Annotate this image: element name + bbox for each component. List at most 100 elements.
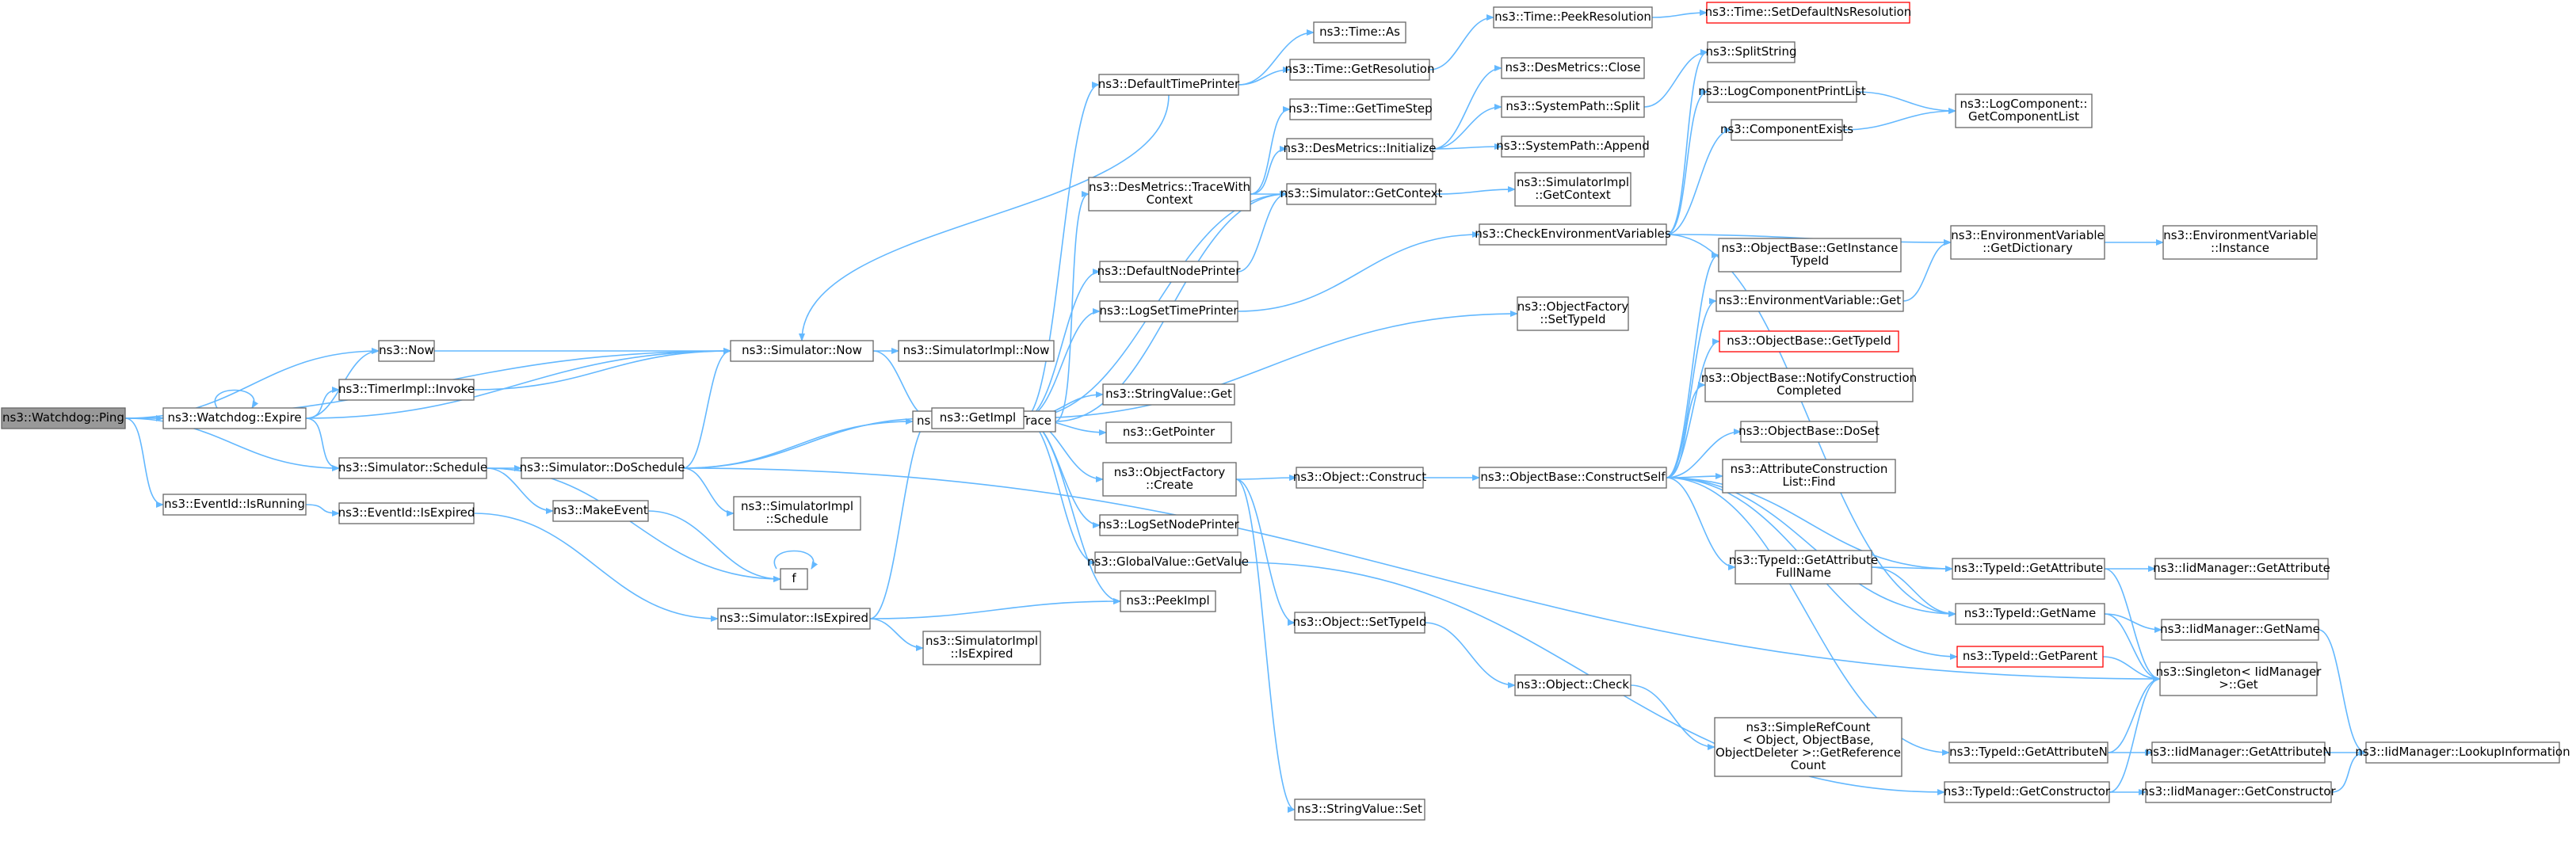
node-label: ns3::SimulatorImpl::Now [903,343,1050,357]
node-simgetcontext[interactable]: ns3::Simulator::GetContext [1280,183,1443,205]
node-expire[interactable]: ns3::Watchdog::Expire [162,407,307,429]
node-isexpired_ev[interactable]: ns3::EventId::IsExpired [338,502,475,524]
node-typeidgetattrn[interactable]: ns3::TypeId::GetAttributeN [1948,741,2109,764]
node-objbasegettypeid[interactable]: ns3::ObjectBase::GetTypeId [1719,330,1899,353]
node-envvarget[interactable]: ns3::EnvironmentVariable::Get [1715,290,1904,312]
node-ping[interactable]: ns3::Watchdog::Ping [1,407,126,429]
node-typeidgetconstructor[interactable]: ns3::TypeId::GetConstructor [1944,781,2111,803]
node-peekimpl[interactable]: ns3::PeekImpl [1120,590,1216,612]
node-objconstruct[interactable]: ns3::Object::Construct [1293,467,1427,489]
node-objsettypeid[interactable]: ns3::Object::SetTypeId [1293,612,1427,634]
node-doschedule[interactable]: ns3::Simulator::DoSchedule [520,457,685,479]
node-box [1102,462,1237,497]
node-timeas[interactable]: ns3::Time::As [1313,21,1406,44]
node-makeevent[interactable]: ns3::MakeEvent [552,500,649,522]
node-simnow[interactable]: ns3::Simulator::Now [730,340,874,362]
node-objfactorycreate[interactable]: ns3::ObjectFactory::Create [1102,462,1237,497]
node-box [1479,223,1667,246]
node-compexists[interactable]: ns3::ComponentExists [1720,119,1853,141]
node-splitstring[interactable]: ns3::SplitString [1706,41,1797,63]
node-simplerefcount[interactable]: ns3::SimpleRefCount< Object, ObjectBase,… [1714,717,1902,777]
node-syspathsplit[interactable]: ns3::SystemPath::Split [1501,96,1645,118]
node-implnow[interactable]: ns3::SimulatorImpl::Now [898,340,1055,362]
node-label: ns3::LogSetNodePrinter [1098,517,1239,532]
node-objfactorysettypeid[interactable]: ns3::ObjectFactory::SetTypeId [1517,296,1629,331]
node-iidgetname[interactable]: ns3::IidManager::GetName [2160,619,2320,641]
node-box [162,407,307,429]
node-box [1514,674,1631,696]
node-timerinvoke[interactable]: ns3::TimerImpl::Invoke [338,379,475,401]
node-setdefaultns[interactable]: ns3::Time::SetDefaultNsResolution [1705,2,1912,24]
edge-f-to-f [773,550,819,570]
node-iidgetconstructor[interactable]: ns3::IidManager::GetConstructor [2141,781,2337,803]
edge-desinit-to-desclose [1432,65,1502,150]
node-stringvalueget[interactable]: ns3::StringValue::Get [1102,383,1235,406]
node-doset[interactable]: ns3::ObjectBase::DoSet [1738,421,1880,443]
node-label: ::SetTypeId [1540,312,1605,326]
node-logsettime[interactable]: ns3::LogSetTimePrinter [1099,300,1238,322]
edge-compexists-to-getcomponentlist [1841,108,1956,131]
node-peekres[interactable]: ns3::Time::PeekResolution [1493,6,1653,29]
node-checkenv[interactable]: ns3::CheckEnvironmentVariables [1475,223,1671,246]
node-objcheck[interactable]: ns3::Object::Check [1514,674,1631,696]
node-implisexpired[interactable]: ns3::SimulatorImpl::IsExpired [922,631,1041,665]
node-getcomponentlist[interactable]: ns3::LogComponent::GetComponentList [1955,93,2093,128]
node-typeidgetname[interactable]: ns3::TypeId::GetName [1955,603,2105,625]
edge-objcheck-to-simplerefcount [1630,684,1715,750]
node-deftimeprinter[interactable]: ns3::DefaultTimePrinter [1098,74,1240,96]
node-envgetdict[interactable]: ns3::EnvironmentVariable::GetDictionary [1950,225,2105,260]
node-constructself[interactable]: ns3::ObjectBase::ConstructSelf [1479,467,1667,489]
node-label: ns3::StringValue::Set [1297,802,1422,816]
node-desclose[interactable]: ns3::DesMetrics::Close [1501,57,1645,79]
node-logcompprintlist[interactable]: ns3::LogComponentPrintList [1698,81,1866,103]
node-implgetcontext[interactable]: ns3::SimulatorImpl::GetContext [1514,172,1631,207]
node-desinit[interactable]: ns3::DesMetrics::Initialize [1284,138,1437,160]
node-box [1707,81,1857,103]
edge-isrunning-to-isexpired_ev [305,504,340,516]
node-typeidgetparent[interactable]: ns3::TypeId::GetParent [1956,646,2104,668]
node-label: ns3::TypeId::GetParent [1963,649,2097,663]
node-label: ns3::IidManager::GetConstructor [2141,784,2336,799]
node-iidgetattr[interactable]: ns3::IidManager::GetAttribute [2153,558,2330,580]
node-getpointer[interactable]: ns3::GetPointer [1105,421,1232,444]
node-label: ::GetDictionary [1983,241,2073,255]
node-box [1956,646,2104,668]
node-singletonget[interactable]: ns3::Singleton< IidManager>::Get [2156,661,2322,696]
node-timegetstep[interactable]: ns3::Time::GetTimeStep [1288,98,1433,120]
node-label: ns3::EnvironmentVariable::Get [1719,293,1901,307]
node-iidgetattrn[interactable]: ns3::IidManager::GetAttributeN [2146,741,2332,764]
edge-deftimeprinter-to-timegetres [1238,67,1291,86]
node-globalgetvalue[interactable]: ns3::GlobalValue::GetValue [1087,551,1249,574]
node-box [2162,225,2318,260]
node-schedule[interactable]: ns3::Simulator::Schedule [338,457,487,479]
node-defnodeprinter[interactable]: ns3::DefaultNodePrinter [1097,261,1242,283]
node-stringvalueset[interactable]: ns3::StringValue::Set [1294,799,1425,821]
node-logsetnode[interactable]: ns3::LogSetNodePrinter [1098,514,1240,536]
node-now[interactable]: ns3::Now [378,340,435,362]
node-f[interactable]: f [780,568,808,590]
edge-expire-to-simnow [305,348,731,419]
node-getimpl[interactable]: ns3::GetImpl [931,407,1025,429]
node-label: ns3::SystemPath::Split [1506,99,1639,113]
node-syspathappend[interactable]: ns3::SystemPath::Append [1496,135,1650,158]
node-timegetres[interactable]: ns3::Time::GetResolution [1285,59,1435,81]
node-iidlookup[interactable]: ns3::IidManager::LookupInformation [2355,741,2570,764]
node-box [1296,467,1424,489]
node-label: TypeId [1790,253,1829,268]
node-notifyconstruction[interactable]: ns3::ObjectBase::NotifyConstructionCompl… [1701,368,1917,402]
node-label: ns3::Object::SetTypeId [1293,615,1427,629]
node-box [1313,21,1406,44]
node-label: ns3::ObjectBase::GetInstance [1722,241,1899,255]
node-isrunning[interactable]: ns3::EventId::IsRunning [162,494,307,516]
node-box [1099,300,1238,322]
node-label: ns3::TypeId::GetAttributeN [1949,745,2108,759]
node-simisexpired[interactable]: ns3::Simulator::IsExpired [717,608,871,630]
node-envinstance[interactable]: ns3::EnvironmentVariable::Instance [2162,225,2318,260]
node-typeidgetattr[interactable]: ns3::TypeId::GetAttribute [1952,558,2105,580]
node-label: ns3::Object::Check [1517,677,1629,692]
node-implschedule[interactable]: ns3::SimulatorImpl::Schedule [733,496,861,531]
